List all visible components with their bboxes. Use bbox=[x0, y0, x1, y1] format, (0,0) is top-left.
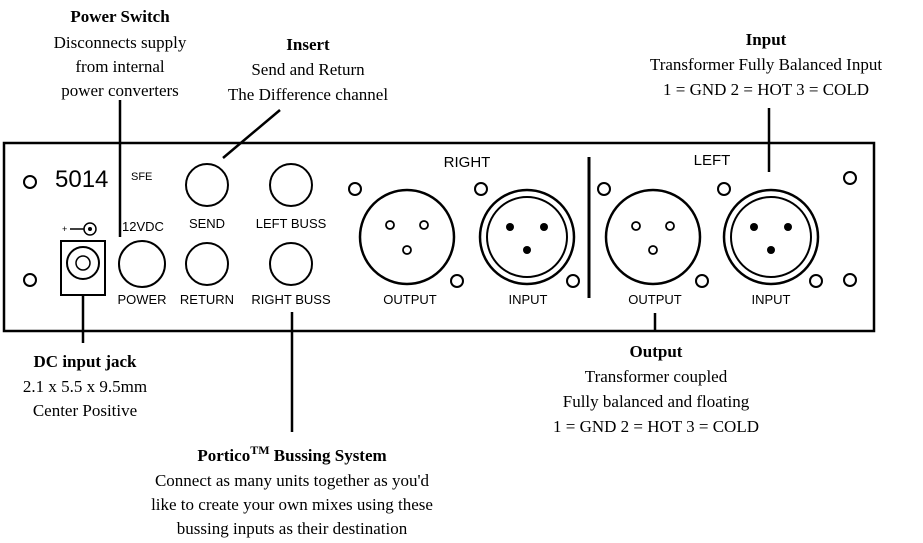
portico-line: like to create your own mixes using thes… bbox=[151, 495, 433, 514]
send-label: SEND bbox=[189, 216, 225, 231]
left-output-label: OUTPUT bbox=[628, 292, 682, 307]
xlr-pin bbox=[540, 223, 548, 231]
xlr-left-input[interactable] bbox=[717, 182, 820, 286]
output-title: Output bbox=[630, 342, 683, 361]
xlr-shell bbox=[358, 188, 456, 286]
polarity-ring bbox=[83, 222, 97, 236]
insert-line: The Difference channel bbox=[228, 85, 388, 104]
rear-panel bbox=[2, 141, 876, 333]
xlr-right-input[interactable] bbox=[474, 182, 580, 288]
xlr-screw bbox=[566, 274, 580, 288]
send-jack[interactable] bbox=[185, 163, 229, 207]
portico-title-sup: TM bbox=[250, 443, 269, 457]
right-output-label: OUTPUT bbox=[383, 292, 437, 307]
right-channel-label: RIGHT bbox=[444, 154, 491, 171]
model-suffix: SFE bbox=[131, 171, 152, 183]
portico-title-rest: Bussing System bbox=[270, 446, 387, 465]
xlr-pin bbox=[784, 223, 792, 231]
portico-title-main: Portico bbox=[197, 446, 250, 465]
dc-input-line: 2.1 x 5.5 x 9.5mm bbox=[23, 377, 147, 396]
xlr-pin bbox=[402, 245, 412, 255]
dc-jack-pin bbox=[75, 255, 91, 271]
input-line: 1 = GND 2 = HOT 3 = COLD bbox=[663, 80, 869, 99]
left-channel-label: LEFT bbox=[694, 152, 731, 169]
xlr-screw bbox=[450, 274, 464, 288]
input-line: Transformer Fully Balanced Input bbox=[650, 55, 882, 74]
input-title: Input bbox=[746, 30, 787, 49]
portico-line: Connect as many units together as you'd bbox=[155, 471, 430, 490]
output-line: Transformer coupled bbox=[585, 367, 728, 386]
polarity-dot bbox=[88, 227, 92, 231]
voltage-label: 12VDC bbox=[122, 219, 164, 234]
return-label: RETURN bbox=[180, 292, 234, 307]
power-switch-line: Disconnects supply bbox=[54, 33, 187, 52]
mounting-hole bbox=[843, 171, 857, 185]
xlr-pin bbox=[506, 223, 514, 231]
insert-title: Insert bbox=[286, 35, 330, 54]
xlr-shell bbox=[604, 188, 702, 286]
xlr-pin bbox=[648, 245, 658, 255]
xlr-pin bbox=[631, 221, 641, 231]
return-jack[interactable] bbox=[185, 242, 229, 286]
dc-input-line: Center Positive bbox=[33, 401, 137, 420]
left-buss-jack[interactable] bbox=[269, 163, 313, 207]
xlr-left-output[interactable] bbox=[597, 182, 709, 288]
portico-title: PorticoTM Bussing System bbox=[197, 443, 386, 465]
right-input-label: INPUT bbox=[509, 292, 548, 307]
mounting-hole bbox=[23, 175, 37, 189]
xlr-screw bbox=[474, 182, 488, 196]
dc-jack-body bbox=[60, 240, 106, 296]
xlr-pin bbox=[750, 223, 758, 231]
xlr-pin bbox=[665, 221, 675, 231]
mounting-hole bbox=[809, 274, 823, 288]
xlr-pin bbox=[523, 246, 531, 254]
right-buss-jack[interactable] bbox=[269, 242, 313, 286]
power-label: POWER bbox=[117, 292, 166, 307]
insert-line: Send and Return bbox=[251, 60, 365, 79]
xlr-pin bbox=[385, 220, 395, 230]
xlr-shell bbox=[478, 188, 576, 286]
power-switch[interactable] bbox=[118, 240, 166, 288]
xlr-screw bbox=[597, 182, 611, 196]
left-buss-label: LEFT BUSS bbox=[256, 216, 327, 231]
power-switch-title: Power Switch bbox=[70, 7, 170, 26]
leader-insert bbox=[222, 109, 281, 159]
xlr-inner-ring bbox=[730, 196, 812, 278]
dc-input-title: DC input jack bbox=[34, 352, 138, 371]
mounting-hole bbox=[23, 273, 37, 287]
left-input-label: INPUT bbox=[752, 292, 791, 307]
dc-jack-socket[interactable] bbox=[66, 246, 100, 280]
portico-line: bussing inputs as their destination bbox=[177, 519, 408, 538]
xlr-inner-ring bbox=[486, 196, 568, 278]
mounting-hole bbox=[843, 273, 857, 287]
xlr-right-output[interactable] bbox=[348, 182, 464, 288]
xlr-screw bbox=[348, 182, 362, 196]
xlr-screw bbox=[695, 274, 709, 288]
xlr-pin bbox=[419, 220, 429, 230]
output-line: Fully balanced and floating bbox=[563, 392, 750, 411]
polarity-plus: + bbox=[62, 224, 67, 234]
xlr-screw bbox=[717, 182, 731, 196]
output-line: 1 = GND 2 = HOT 3 = COLD bbox=[553, 417, 759, 436]
xlr-shell bbox=[722, 188, 820, 286]
power-switch-line: power converters bbox=[61, 81, 179, 100]
model-number: 5014 bbox=[55, 166, 108, 193]
right-buss-label: RIGHT BUSS bbox=[251, 292, 331, 307]
power-switch-line: from internal bbox=[75, 57, 164, 76]
xlr-pin bbox=[767, 246, 775, 254]
